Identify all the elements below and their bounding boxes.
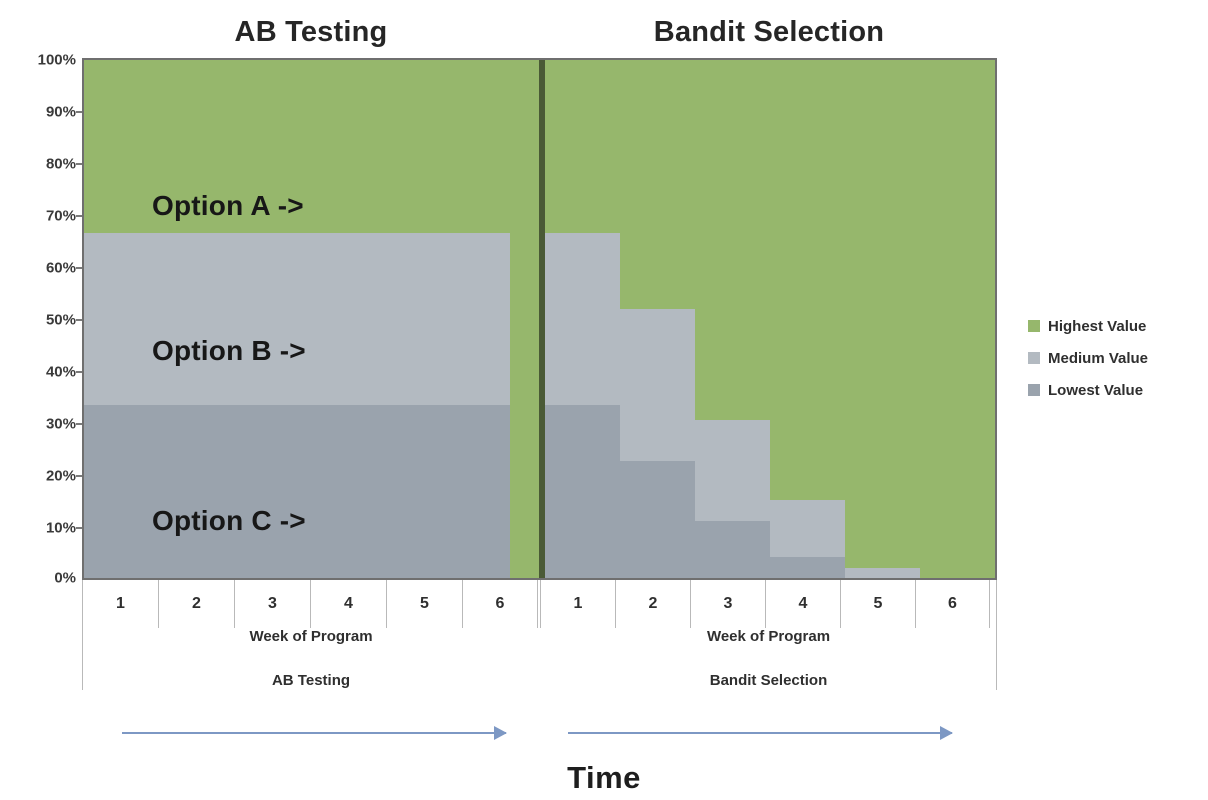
right-step-lowest-week2 (620, 461, 695, 578)
x-tick-left-week-2: 2 (158, 580, 234, 628)
y-tick-label-30: 30% (45, 415, 76, 433)
right-step-lowest-week1 (545, 405, 620, 578)
x-axis-edge-right (996, 580, 997, 690)
x-tick-right-week-6: 6 (915, 580, 990, 628)
time-arrow-shaft (122, 732, 506, 734)
y-tick-mark-20 (76, 475, 82, 477)
x-tick-right-week-4: 4 (765, 580, 840, 628)
callout-option-b: Option B -> (152, 335, 306, 366)
x-tick-left-week-5: 5 (386, 580, 462, 628)
panel-title-ab-testing: AB Testing (234, 16, 388, 48)
y-tick-mark-80 (76, 163, 82, 165)
y-tick-mark-90 (76, 111, 82, 113)
right-step-lowest-week3 (695, 521, 770, 578)
y-tick-mark-10 (76, 527, 82, 529)
x-axis-group-ab-testing: 1 2 3 4 5 6 Week of Program AB Testing (82, 580, 540, 690)
y-tick-label-20: 20% (45, 467, 76, 485)
y-tick-mark-50 (76, 319, 82, 321)
x-axis-sublabel-left: AB Testing (271, 672, 351, 689)
time-arrow-head-icon (940, 726, 953, 740)
y-tick-mark-70 (76, 215, 82, 217)
y-tick-label-90: 90% (45, 103, 76, 121)
time-arrow-ab-testing (122, 726, 507, 740)
x-axis: 1 2 3 4 5 6 Week of Program AB Testing 1… (82, 580, 997, 690)
x-axis-sublabel-right: Bandit Selection (709, 672, 828, 689)
x-tick-right-week-3: 3 (690, 580, 765, 628)
callout-option-c: Option C -> (152, 505, 306, 536)
x-axis-label-right: Week of Program (706, 628, 831, 645)
time-arrow-shaft (568, 732, 952, 734)
x-tick-right-week-1: 1 (540, 580, 615, 628)
x-axis-edge-left (82, 580, 83, 690)
time-arrow-bandit-selection (568, 726, 953, 740)
y-tick-label-60: 60% (45, 259, 76, 277)
plot-area: Option A -> Option B -> Option C -> (82, 58, 997, 580)
left-band-medium-value (84, 233, 510, 405)
y-tick-label-80: 80% (45, 155, 76, 173)
right-step-lowest-week4 (770, 557, 845, 578)
y-tick-label-0: 0% (54, 569, 76, 587)
x-axis-group-bandit-selection: 1 2 3 4 5 6 Week of Program Bandit Selec… (540, 580, 997, 690)
right-step-medium-week5 (845, 568, 920, 578)
legend-swatch-lowest-icon (1028, 384, 1040, 396)
x-axis-label-left: Week of Program (249, 628, 373, 645)
legend: Highest Value Medium Value Lowest Value (1028, 310, 1204, 406)
x-tick-left-week-3: 3 (234, 580, 310, 628)
x-tick-left-week-1: 1 (82, 580, 158, 628)
y-tick-label-50: 50% (45, 311, 76, 329)
x-tick-right-week-2: 2 (615, 580, 690, 628)
callout-option-a: Option A -> (152, 190, 304, 221)
y-tick-label-100: 100% (37, 51, 76, 69)
panel-divider (539, 60, 545, 578)
left-band-lowest-value (84, 405, 510, 578)
y-tick-mark-30 (76, 423, 82, 425)
y-tick-label-40: 40% (45, 363, 76, 381)
y-tick-mark-40 (76, 371, 82, 373)
time-axis-label: Time (567, 760, 641, 795)
legend-item-medium-value: Medium Value (1028, 342, 1204, 374)
y-axis: 100% 90% 80% 70% 60% 50% 40% 30% 20% 10%… (0, 0, 76, 800)
x-tick-left-week-6: 6 (462, 580, 538, 628)
time-arrow-head-icon (494, 726, 507, 740)
legend-label-highest-value: Highest Value (1048, 317, 1147, 335)
legend-item-lowest-value: Lowest Value (1028, 374, 1204, 406)
legend-swatch-medium-icon (1028, 352, 1040, 364)
panel-title-bandit-selection: Bandit Selection (653, 16, 885, 48)
legend-label-lowest-value: Lowest Value (1048, 381, 1144, 399)
legend-label-medium-value: Medium Value (1048, 349, 1149, 367)
y-tick-mark-60 (76, 267, 82, 269)
x-tick-right-week-5: 5 (840, 580, 915, 628)
legend-swatch-highest-icon (1028, 320, 1040, 332)
legend-item-highest-value: Highest Value (1028, 310, 1204, 342)
y-tick-label-10: 10% (45, 519, 76, 537)
y-tick-label-70: 70% (45, 207, 76, 225)
x-tick-left-week-4: 4 (310, 580, 386, 628)
